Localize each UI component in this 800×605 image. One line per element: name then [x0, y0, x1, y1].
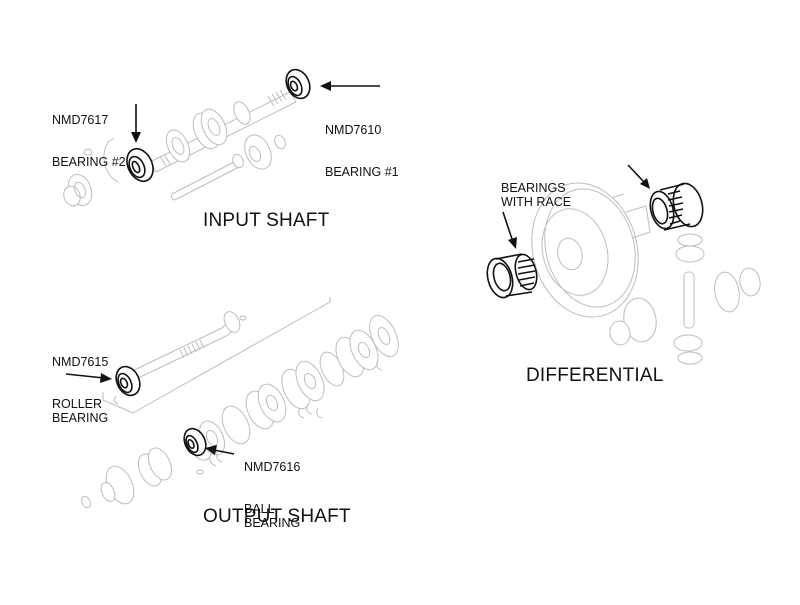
- differential-dowel: [611, 193, 625, 199]
- output-snap-rings: [113, 359, 383, 467]
- section-title-output-shaft: OUTPUT SHAFT: [203, 506, 351, 527]
- arrow-to-bearing-1: [320, 81, 380, 91]
- input-small-pin: [83, 148, 93, 156]
- output-mainshaft-splines: [179, 339, 205, 359]
- callout-part-number: NMD7610: [325, 123, 382, 137]
- differential-carrier-hub: [625, 205, 651, 239]
- callout-description: BALL BEARING: [244, 502, 301, 530]
- callout-part-number: NMD7617: [52, 113, 109, 127]
- arrow-to-ball-bearing: [205, 445, 235, 455]
- input-shaft-assembly: [63, 68, 380, 207]
- callout-ball-bearing: NMD7616 BALL BEARING: [244, 432, 300, 558]
- callout-description: ROLLER BEARING: [52, 397, 109, 425]
- arrow-to-roller-bearing: [65, 373, 112, 383]
- output-mainshaft: [129, 317, 241, 381]
- input-gear-1: [165, 129, 191, 163]
- output-gear-train: [100, 314, 399, 505]
- differential-bearing-left: [486, 253, 538, 299]
- differential-ring-gear: [531, 182, 639, 318]
- ball-bearing-nmd7616: [183, 427, 207, 457]
- input-cluster-gear: [63, 174, 93, 207]
- bearing-1-nmd7610: [285, 68, 311, 100]
- callout-part-number: NMD7616: [244, 460, 301, 474]
- input-countershaft: [170, 159, 242, 201]
- input-shaft-splines: [159, 89, 287, 167]
- bearing-2-nmd7617: [126, 147, 154, 183]
- input-spacer: [232, 153, 244, 169]
- callout-bearing-2: NMD7617 BEARING #2: [52, 85, 126, 197]
- output-pinion-gear: [223, 311, 241, 333]
- callout-bearing-1: NMD7610 BEARING #1: [325, 95, 399, 207]
- input-counter-gear: [244, 134, 272, 170]
- callout-description: BEARING #1: [325, 165, 399, 179]
- roller-bearing-nmd7615: [115, 365, 141, 397]
- arrow-to-bearing-2: [131, 104, 141, 143]
- section-title-differential: DIFFERENTIAL: [526, 365, 664, 386]
- input-bushing: [274, 134, 286, 150]
- differential-bearing-right: [649, 182, 704, 231]
- input-snap-ring: [103, 137, 119, 183]
- arrow-to-left-bearing: [502, 211, 517, 249]
- differential-assembly: [486, 164, 761, 365]
- callout-description: BEARINGS WITH RACE: [501, 181, 572, 209]
- arrow-to-right-bearing: [627, 164, 650, 189]
- callout-roller-bearing: NMD7615 ROLLER BEARING: [52, 327, 108, 453]
- output-shaft-assembly: [65, 297, 399, 509]
- callout-bearings-with-race: BEARINGS WITH RACE: [501, 153, 571, 237]
- section-title-input-shaft: INPUT SHAFT: [203, 210, 330, 231]
- callout-description: BEARING #2: [52, 155, 126, 169]
- differential-spider-gears: [609, 233, 761, 365]
- output-grouping-outline: [102, 297, 331, 414]
- output-shaft-tip: [239, 315, 247, 321]
- callout-part-number: NMD7615: [52, 355, 109, 369]
- output-small-pin: [196, 469, 204, 475]
- input-gear-2: [192, 108, 228, 150]
- output-gear-hubs: [205, 327, 391, 447]
- input-gear-3: [233, 101, 251, 125]
- output-end-washer: [81, 495, 91, 509]
